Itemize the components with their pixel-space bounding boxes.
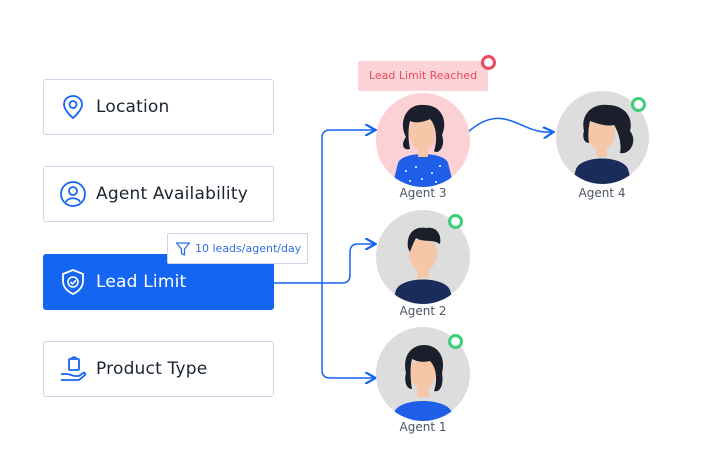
- connector-agent3-to-agent4: [467, 117, 552, 132]
- agent-2-status-indicator: [448, 214, 463, 229]
- connector-to-agent2: [322, 244, 374, 284]
- criteria-card-product-type[interactable]: Product Type: [43, 341, 274, 397]
- agent-1-status-indicator: [448, 334, 463, 349]
- agent-4-name: Agent 4: [578, 186, 626, 200]
- criteria-card-agent-availability[interactable]: Agent Availability: [43, 166, 274, 222]
- filter-funnel-icon: [175, 242, 191, 256]
- criteria-label: Location: [96, 97, 170, 117]
- agent-3-name: Agent 3: [399, 186, 447, 200]
- agent-1-name: Agent 1: [399, 420, 447, 434]
- agent-2-name: Agent 2: [399, 304, 447, 318]
- agent-3-avatar: [376, 93, 470, 187]
- lead-limit-filter-tag: 10 leads/agent/day: [167, 233, 308, 264]
- connector-to-agent1: [321, 283, 374, 378]
- criteria-label: Lead Limit: [96, 272, 187, 292]
- criteria-card-location[interactable]: Location: [43, 79, 274, 135]
- alert-tag-text: Lead Limit Reached: [368, 69, 478, 82]
- lead-limit-reached-tag: Lead Limit Reached: [358, 61, 488, 91]
- connector-to-agent3: [321, 130, 374, 283]
- user-circle-icon: [60, 181, 86, 207]
- agent-4-status-indicator: [631, 97, 646, 112]
- agent-2-avatar: [376, 210, 470, 304]
- criteria-label: Product Type: [96, 359, 208, 379]
- limit-reached-indicator: [481, 55, 496, 70]
- shield-check-icon: [62, 269, 84, 295]
- criteria-label: Agent Availability: [96, 184, 248, 204]
- filter-tag-text: 10 leads/agent/day: [195, 242, 302, 255]
- hand-bag-icon: [61, 356, 87, 381]
- location-pin-icon: [63, 95, 83, 120]
